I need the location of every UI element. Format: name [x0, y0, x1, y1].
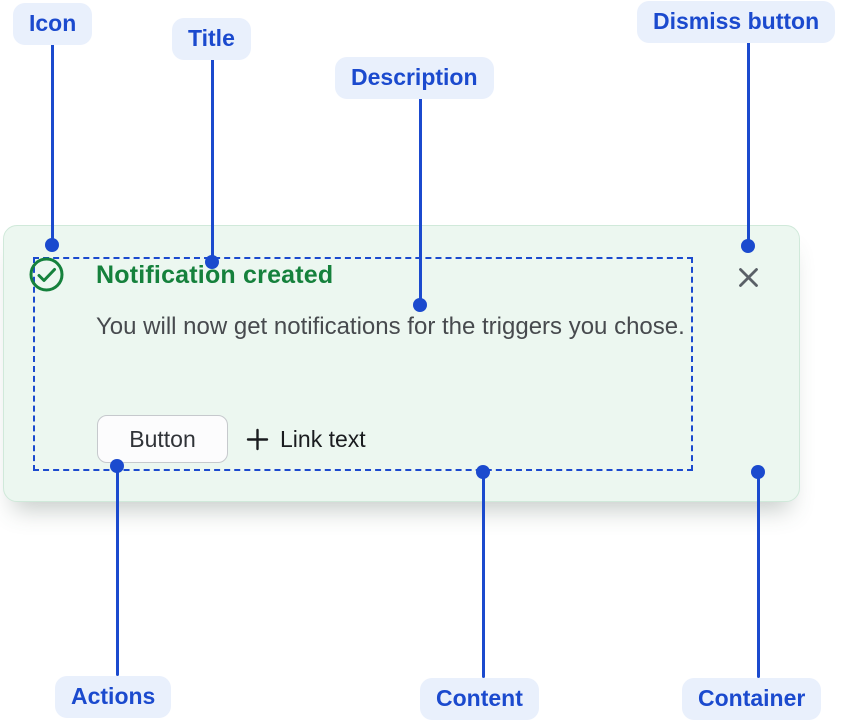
annotation-label-icon: Icon [13, 3, 93, 45]
action-button-label: Button [129, 425, 196, 452]
action-link[interactable]: Link text [246, 415, 366, 463]
annotation-label-dismiss-button: Dismiss button [637, 1, 836, 43]
close-icon [738, 267, 758, 287]
check-circle-icon [29, 257, 64, 292]
callout-dot-icon [45, 238, 59, 252]
action-button[interactable]: Button [97, 415, 228, 463]
callout-dot-dismiss-button [741, 239, 755, 253]
callout-line-dismiss-button [746, 39, 750, 246]
callout-dot-container [751, 465, 765, 479]
callout-dot-content [476, 465, 490, 479]
annotation-label-title: Title [172, 18, 251, 60]
content-outline [33, 257, 693, 471]
callout-line-content [481, 472, 485, 678]
callout-dot-title [205, 255, 219, 269]
action-link-label: Link text [280, 425, 366, 452]
plus-icon [246, 428, 269, 450]
annotation-label-container: Container [682, 678, 822, 720]
callout-line-icon [50, 42, 54, 245]
notification-description: You will now get notifications for the t… [96, 313, 685, 340]
callout-dot-actions [110, 459, 124, 473]
annotation-label-content: Content [420, 678, 539, 720]
callout-dot-description [413, 298, 427, 312]
annotation-label-actions: Actions [55, 676, 172, 718]
callout-line-description [418, 96, 422, 305]
dismiss-button[interactable] [734, 263, 762, 291]
callout-line-actions [115, 466, 119, 676]
callout-line-container [756, 472, 760, 678]
annotation-label-description: Description [335, 57, 494, 99]
callout-line-title [210, 57, 214, 262]
